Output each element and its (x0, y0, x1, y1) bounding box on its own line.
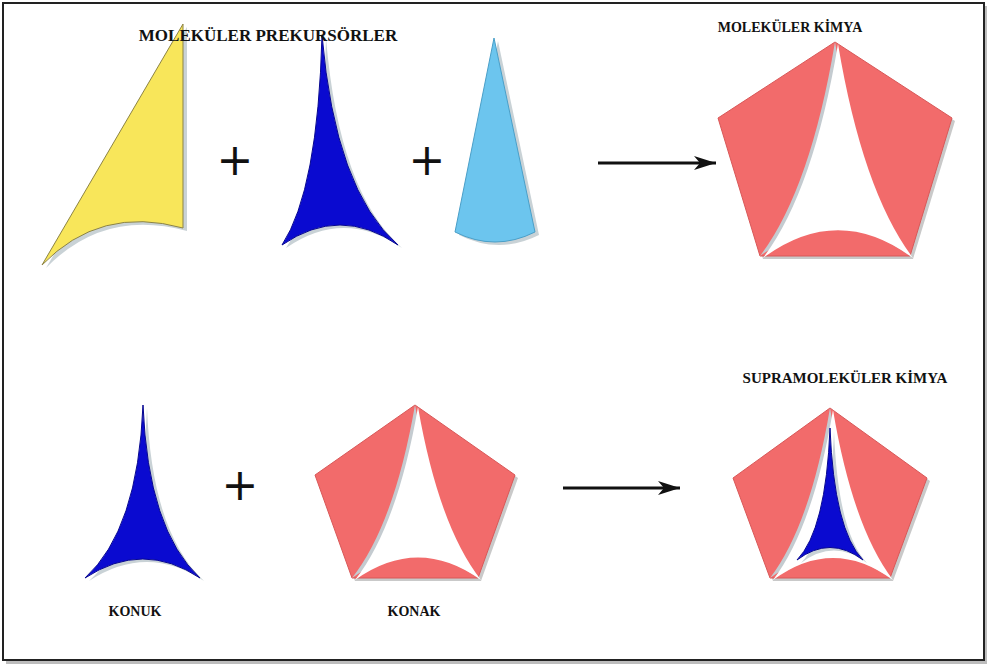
shape-part (282, 35, 398, 245)
host-molecule: MOLEKÜLER KİMYA (716, 18, 962, 262)
shape-drawing (305, 400, 563, 630)
shape-label: SUPRAMOLEKÜLER KİMYA (743, 370, 948, 387)
frame-border (3, 3, 984, 660)
reaction-arrow (598, 162, 716, 165)
shape-part (42, 24, 183, 265)
host-guest-complex: SUPRAMOLEKÜLER KİMYA (680, 368, 962, 584)
shape-drawing (38, 18, 598, 273)
shape-label: MOLEKÜLER PREKURSÖRLER (139, 26, 397, 46)
shape-part (85, 405, 200, 578)
shape-drawing (80, 400, 206, 630)
shape-drawing (680, 368, 962, 584)
reaction-arrow (563, 487, 680, 490)
shape-part (763, 44, 913, 258)
shape-drawing (716, 18, 962, 262)
shape-part (355, 407, 481, 580)
guest-molecule: KONUK (80, 400, 206, 630)
shape-part (455, 38, 535, 242)
plus-sign: + (222, 463, 259, 507)
plus-sign: + (217, 138, 254, 182)
shape-label: KONUK (109, 604, 162, 620)
shape-part (797, 428, 863, 560)
shape-part (773, 410, 893, 580)
plus-sign: + (409, 138, 446, 182)
shape-label: KONAK (388, 604, 441, 620)
shape-label: MOLEKÜLER KİMYA (718, 20, 863, 36)
precursor-group: MOLEKÜLER PREKURSÖRLER (38, 18, 598, 273)
host-molecule: KONAK (305, 400, 563, 630)
